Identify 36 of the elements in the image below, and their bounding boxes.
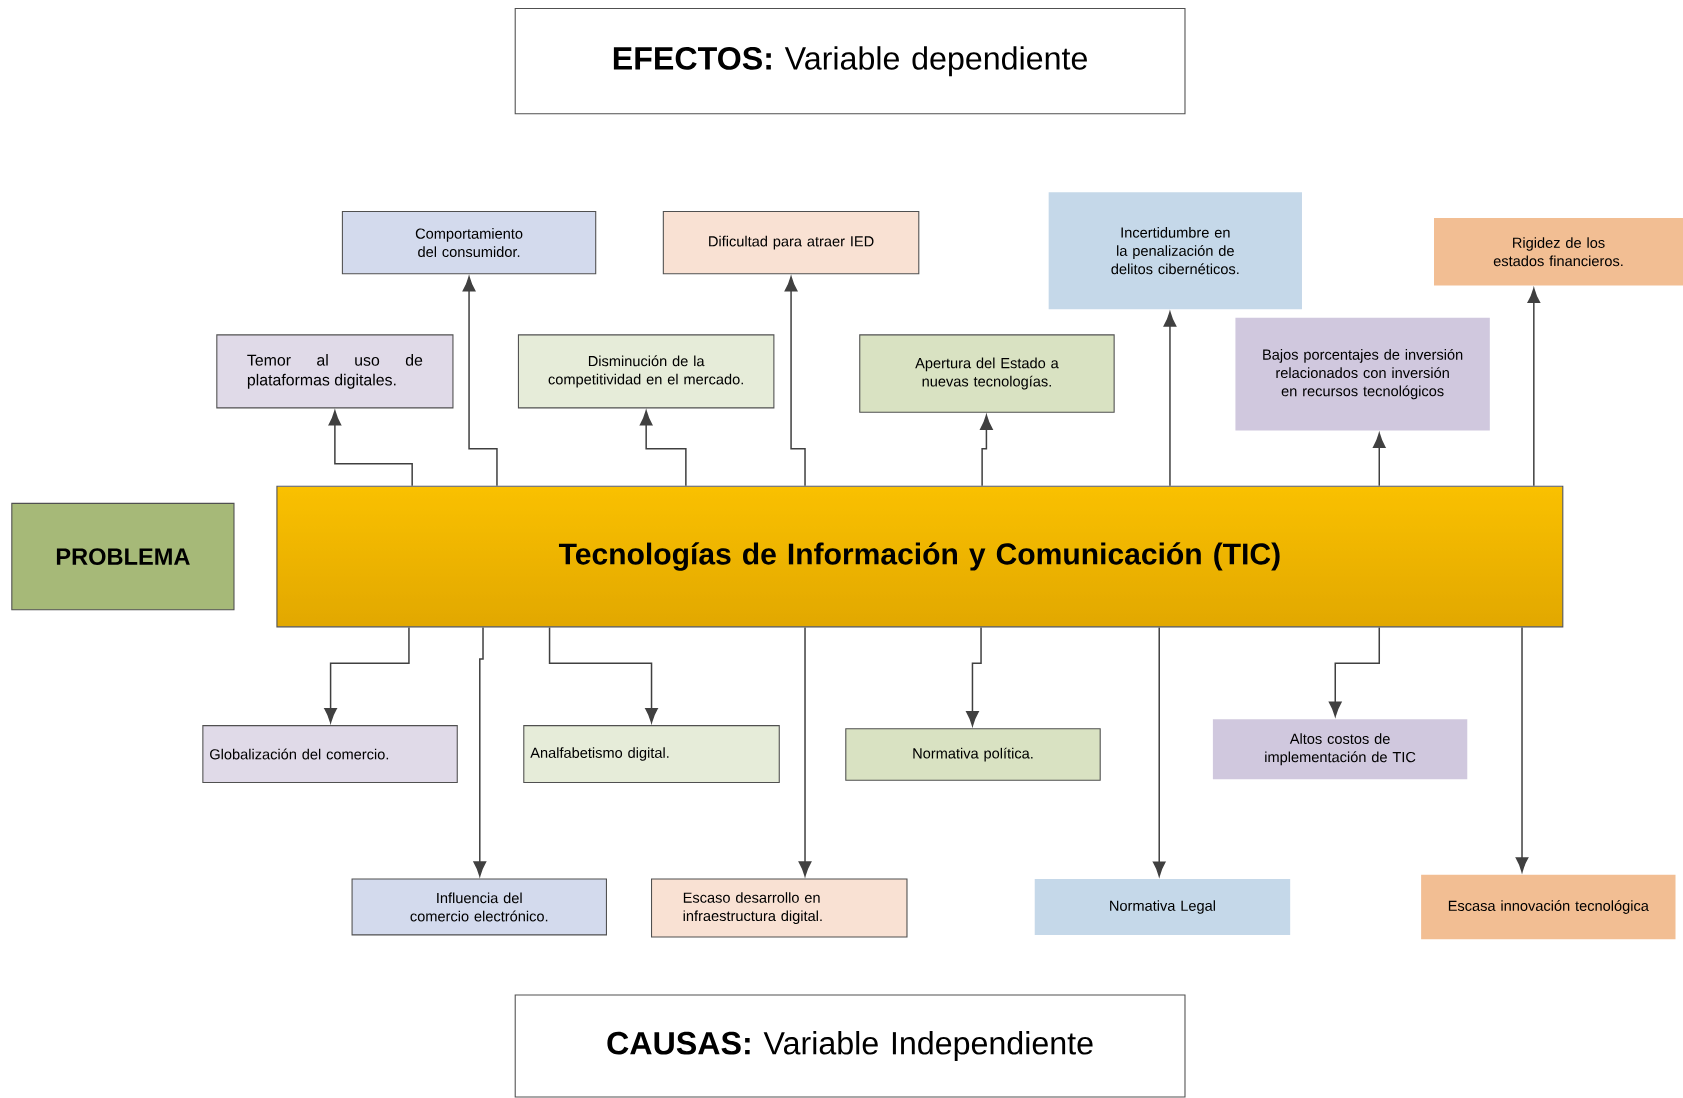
effect-box: Apertura del Estado a nuevas tecnologías. [859,334,1115,413]
cause-box: Influencia del comercio electrónico. [351,878,607,936]
arrow [1372,432,1386,487]
cause-box: Escasa innovación tecnológica [1421,874,1676,940]
arrow [639,410,687,487]
arrow [1515,626,1529,873]
arrow [473,626,487,877]
arrow [966,626,982,727]
cause-box: Normativa política. [845,728,1101,781]
central-problem-box: Tecnologías de Información y Comunicación (TIC) [276,485,1564,628]
arrow [1163,311,1177,487]
arrow [462,276,498,487]
arrow [798,626,812,877]
effect-box: Bajos porcentajes de inversión relacionados con inversión en recursos tecnológicos [1235,317,1490,431]
arrow [1328,626,1380,717]
arrow [548,626,658,723]
effect-box: Comportamiento del consumidor. [341,210,597,275]
arrow [980,414,993,487]
heading-box: CAUSAS: Variable Independiente [514,994,1186,1098]
cause-box: Escaso desarrollo en infraestructura digital. [651,878,908,938]
cause-box: Normativa Legal [1034,879,1291,935]
arrow [1527,288,1541,487]
arrow [324,626,410,723]
arrow [328,410,413,487]
arrow [1152,626,1166,877]
cause-box: Analfabetismo digital. [523,725,780,783]
effect-box: Incertidumbre en la penalización de delitos cibernéticos. [1048,192,1302,310]
effect-box: Rigidez de los estados financieros. [1434,217,1683,286]
effect-box: Temor al uso de plataformas digitales. [216,334,454,409]
effect-box: Dificultad para atraer IED [662,210,920,275]
cause-box: Altos costos de implementación de TIC [1212,719,1468,780]
arrow [784,276,806,487]
problem-box: PROBLEMA [11,502,235,611]
heading-box: EFECTOS: Variable dependiente [514,8,1186,115]
effect-box: Disminución de la competitividad en el mercado. [517,334,775,409]
cause-box: Globalización del comercio. [202,725,458,783]
